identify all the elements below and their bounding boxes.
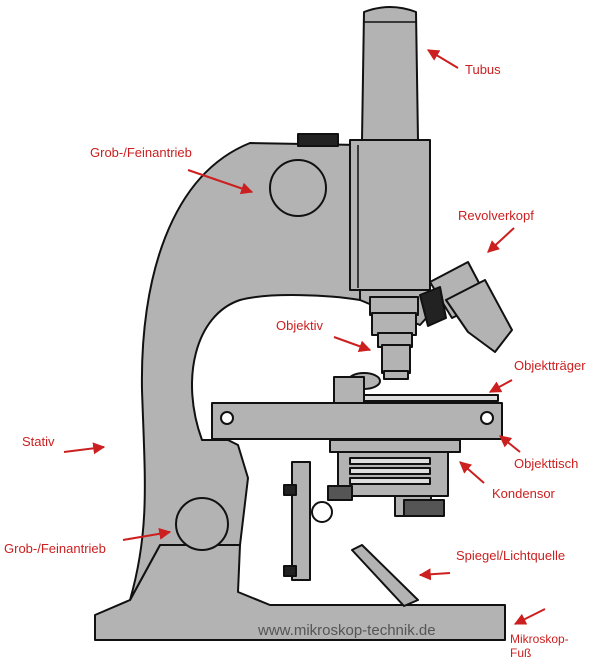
arrow-tubus [426, 49, 459, 69]
label-grob-feinantrieb-bottom: Grob-/Feinantrieb [4, 541, 106, 556]
arrow-stativ [63, 442, 106, 455]
coarse-fine-knob-bottom [175, 497, 229, 551]
arrow-fuss [513, 608, 546, 625]
watermark: www.mikroskop-technik.de [258, 622, 436, 639]
label-objektiv: Objektiv [276, 318, 323, 333]
label-kondensor: Kondensor [492, 486, 555, 501]
arrow-objekttisch [499, 435, 521, 453]
label-revolverkopf: Revolverkopf [458, 208, 534, 223]
arm-top-knob [297, 133, 339, 147]
label-tubus: Tubus [465, 62, 501, 77]
arrow-objekttraeger [488, 379, 513, 393]
microscope-arm [129, 142, 361, 601]
label-objekttraeger: Objektträger [514, 358, 586, 373]
label-mikroskop-fuss: Mikroskop- Fuß [510, 632, 569, 660]
arrow-revolverkopf [487, 227, 515, 253]
label-grob-feinantrieb-top: Grob-/Feinantrieb [90, 145, 192, 160]
pointer-arrows [63, 49, 546, 625]
specimen-slide [363, 394, 499, 402]
arrow-grob-bottom [122, 527, 172, 541]
coarse-fine-knob-top [269, 159, 327, 217]
arrow-objektiv [333, 336, 372, 352]
mirror [351, 544, 419, 607]
arrow-kondensor [459, 461, 485, 484]
revolver-objectives [419, 261, 513, 353]
tube-upper [361, 6, 419, 141]
objective-lens [369, 296, 419, 380]
condenser-rail [291, 461, 311, 581]
label-stativ: Stativ [22, 434, 55, 449]
condenser [327, 439, 461, 517]
label-spiegel-lichtquelle: Spiegel/Lichtquelle [456, 548, 566, 563]
stage-table [211, 402, 503, 440]
arrow-grob-top [187, 169, 254, 195]
label-objekttisch: Objekttisch [514, 456, 579, 471]
tube-lower [349, 139, 431, 291]
arrow-spiegel [418, 568, 451, 581]
